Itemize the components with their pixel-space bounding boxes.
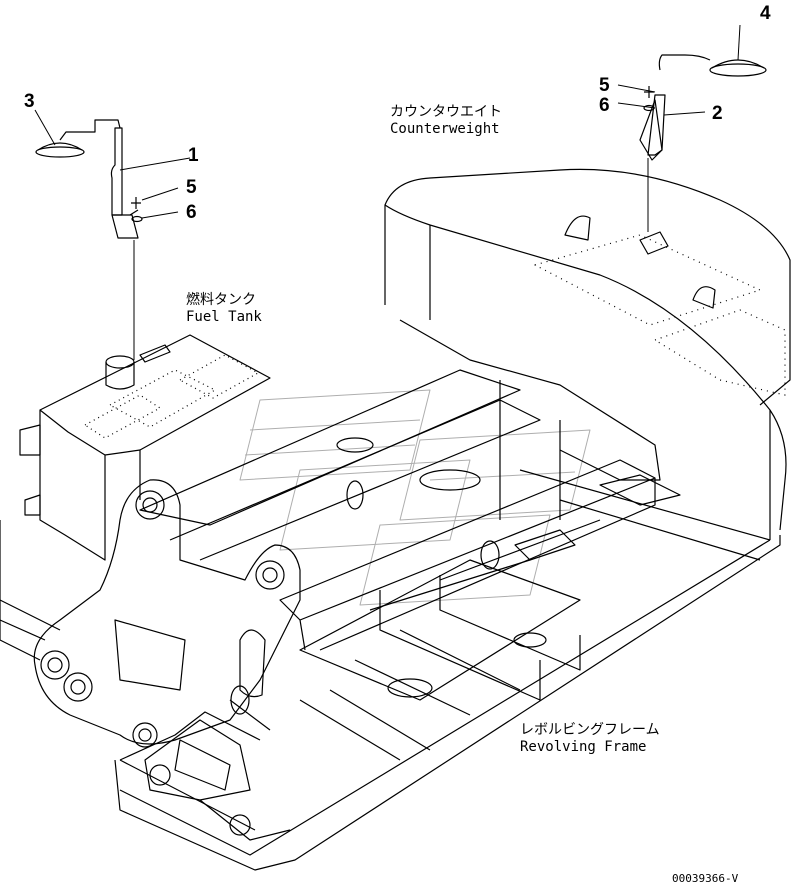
right-lamp-assembly: [639, 54, 767, 232]
label-revolving-frame: レボルビングフレーム Revolving Frame: [520, 722, 660, 756]
left-lamp-assembly: [35, 119, 143, 360]
revolving-frame-shape: [0, 319, 781, 871]
label-counterweight: カウンタウエイト Counterweight: [390, 104, 502, 138]
callout-bolt-left: 5: [186, 177, 197, 198]
label-fuel-tank-jp: 燃料タンク: [186, 292, 256, 308]
callout-bolt-right: 5: [599, 75, 610, 96]
callout-washer-left: 6: [186, 202, 197, 223]
fuel-tank-shape: [19, 334, 271, 561]
callout-bracket-right: 2: [712, 103, 723, 124]
callout-lamp-left: 3: [24, 91, 35, 112]
callout-leaders: [34, 24, 741, 219]
label-revolving-frame-en: Revolving Frame: [520, 739, 647, 755]
counterweight-shape: [384, 168, 791, 540]
label-counterweight-en: Counterweight: [390, 121, 500, 137]
label-fuel-tank-en: Fuel Tank: [186, 309, 262, 325]
callout-lamp-right: 4: [760, 3, 771, 24]
document-number: 00039366-V: [672, 872, 739, 885]
callout-washer-right: 6: [599, 95, 610, 116]
label-revolving-frame-jp: レボルビングフレーム: [520, 722, 660, 738]
watermark-logo: [239, 389, 591, 606]
callout-bracket-left: 1: [188, 145, 199, 166]
label-counterweight-jp: カウンタウエイト: [390, 104, 502, 120]
label-fuel-tank: 燃料タンク Fuel Tank: [186, 292, 262, 326]
